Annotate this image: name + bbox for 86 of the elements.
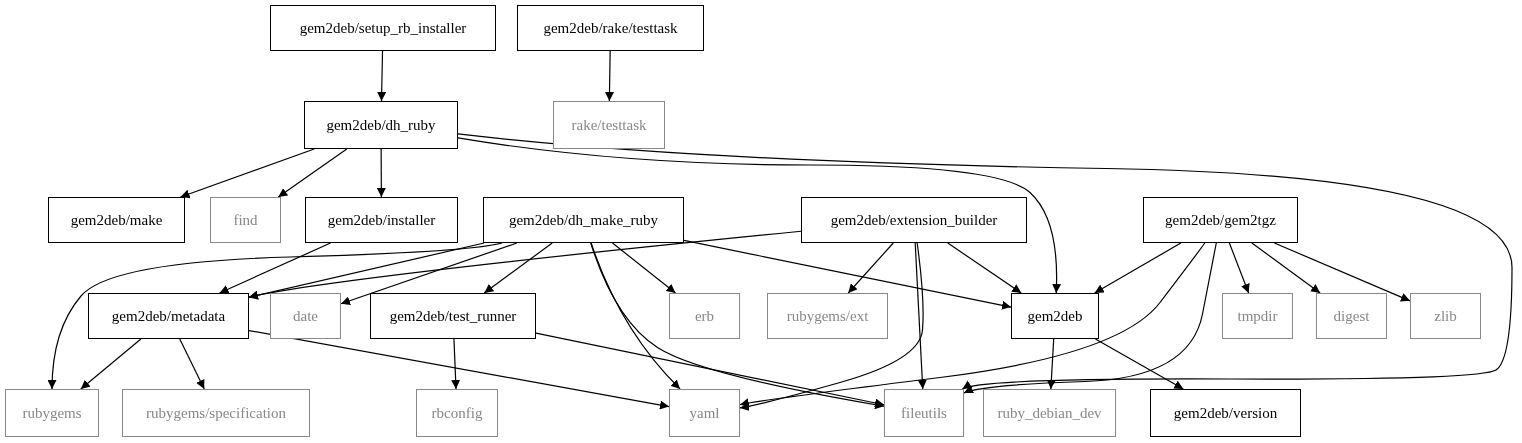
dependency-arrow: [457, 137, 1061, 294]
module-name: rubygems/specification: [146, 404, 286, 422]
dependency-arrow: [248, 329, 670, 410]
dependency-arrow: [605, 50, 614, 102]
module-box: [88, 293, 249, 339]
external-module-box: [210, 197, 281, 243]
dependency-arrow: [248, 230, 802, 300]
dependency-arrow: [847, 242, 894, 294]
module-name: digest: [1333, 307, 1370, 325]
module-box: [1011, 293, 1099, 339]
module-name: gem2deb/rake/testtask: [543, 19, 678, 37]
dependency-arrow: [340, 242, 518, 306]
dependency-arrow: [277, 148, 348, 198]
module-name: tmpdir: [1237, 307, 1278, 325]
dependency-arrow: [377, 50, 387, 102]
external-module-box: [983, 389, 1116, 437]
dependency-arrow: [590, 242, 681, 390]
dependency-arrow: [1094, 338, 1184, 390]
external-module-box: [553, 101, 665, 149]
dependency-arrow: [80, 338, 142, 390]
dependency-arrow: [963, 242, 1217, 394]
dependency-arrow: [611, 242, 677, 294]
module-box: [1143, 197, 1298, 243]
dependency-arrow: [947, 242, 1022, 294]
dependency-arrow: [451, 338, 461, 390]
external-module-box: [270, 293, 341, 339]
dependency-arrow: [1046, 338, 1056, 390]
module-box: [305, 197, 458, 243]
dependency-arrow: [483, 242, 553, 294]
dependency-arrow: [457, 133, 1513, 390]
external-module-box: [767, 293, 888, 339]
module-name: rubygems/ext: [786, 307, 869, 325]
external-module-box: [5, 389, 99, 437]
dependency-arrow: [1251, 242, 1321, 294]
external-module-box: [416, 389, 498, 437]
module-box: [517, 5, 704, 51]
module-box: [304, 101, 458, 149]
module-box: [1150, 389, 1301, 437]
module-name: gem2deb/setup_rb_installer: [299, 19, 467, 37]
module-name: gem2deb/gem2tgz: [1165, 211, 1276, 229]
module-name: gem2deb/dh_make_ruby: [508, 211, 659, 229]
module-name: gem2deb/metadata: [111, 307, 226, 325]
module-name: rubygems: [22, 404, 82, 422]
external-module-box: [884, 389, 964, 437]
module-name: ruby_debian_dev: [997, 404, 1102, 422]
dependency-arrow: [179, 338, 205, 390]
module-box: [370, 293, 536, 339]
dependency-arrow: [590, 242, 885, 410]
module-name: gem2deb/version: [1173, 404, 1278, 422]
dependency-arrow: [739, 242, 1206, 408]
external-module-box: [122, 389, 310, 437]
dependency-arrow: [248, 242, 485, 300]
module-name: yaml: [689, 404, 720, 422]
module-name: gem2deb/make: [70, 211, 163, 229]
module-name: gem2deb/test_runner: [389, 307, 517, 325]
dependency-arrow: [376, 148, 386, 198]
module-box: [801, 197, 1027, 243]
dependency-arrow: [1273, 242, 1411, 302]
dependency-arrow: [179, 148, 315, 199]
dependency-arrow: [683, 239, 1012, 310]
dependency-arrow: [1228, 242, 1250, 294]
external-module-box: [669, 389, 740, 437]
module-name: date: [293, 307, 318, 325]
dependency-arrow: [739, 242, 924, 411]
module-name: rake/testtask: [571, 116, 647, 134]
dependency-arrow: [218, 242, 332, 294]
module-name: find: [233, 211, 258, 229]
module-name: fileutils: [901, 404, 947, 422]
module-name: gem2deb/installer: [327, 211, 436, 229]
module-box: [270, 5, 496, 51]
module-name: gem2deb/dh_ruby: [326, 116, 436, 134]
module-name: erb: [694, 307, 715, 325]
dependency-arrow: [47, 242, 503, 390]
module-box: [483, 197, 684, 243]
module-name: gem2deb/extension_builder: [830, 211, 998, 229]
external-module-box: [669, 293, 740, 339]
module-box: [48, 197, 185, 243]
dependency-arrow: [1094, 242, 1182, 294]
module-name: zlib: [1434, 307, 1457, 325]
external-module-box: [1316, 293, 1387, 339]
module-name: gem2deb: [1027, 307, 1083, 325]
external-module-box: [1410, 293, 1481, 339]
external-module-box: [1222, 293, 1293, 339]
dependency-arrow: [914, 242, 927, 390]
module-name: rbconfig: [431, 404, 483, 422]
dependency-arrow: [535, 332, 885, 408]
